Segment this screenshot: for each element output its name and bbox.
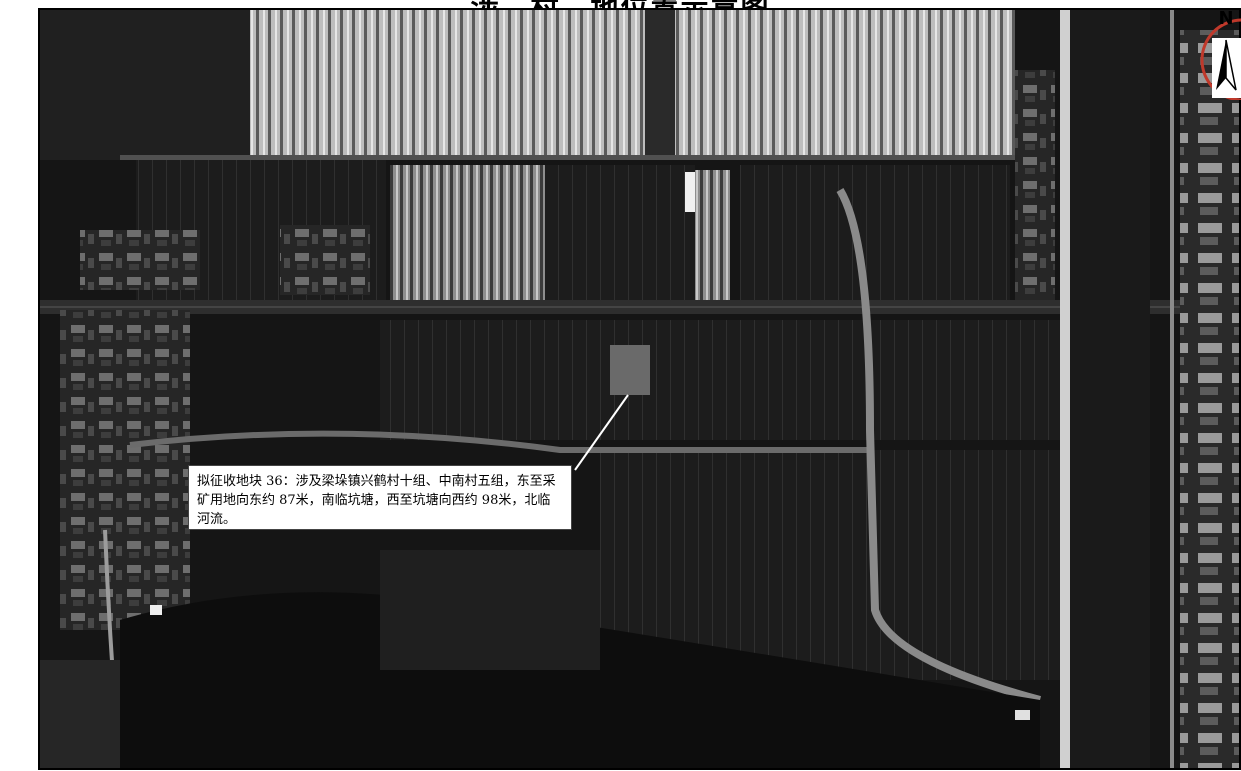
satellite-image-frame (38, 8, 1241, 770)
satellite-image (40, 10, 1239, 768)
north-label: N (1218, 8, 1234, 29)
north-arrow-icon (1200, 18, 1241, 100)
official-stamp-icon (1200, 18, 1241, 100)
parcel-callout-label: 拟征收地块 36：涉及梁垛镇兴鹤村十组、中南村五组，东至采矿用地向东约 87米，… (188, 465, 572, 530)
